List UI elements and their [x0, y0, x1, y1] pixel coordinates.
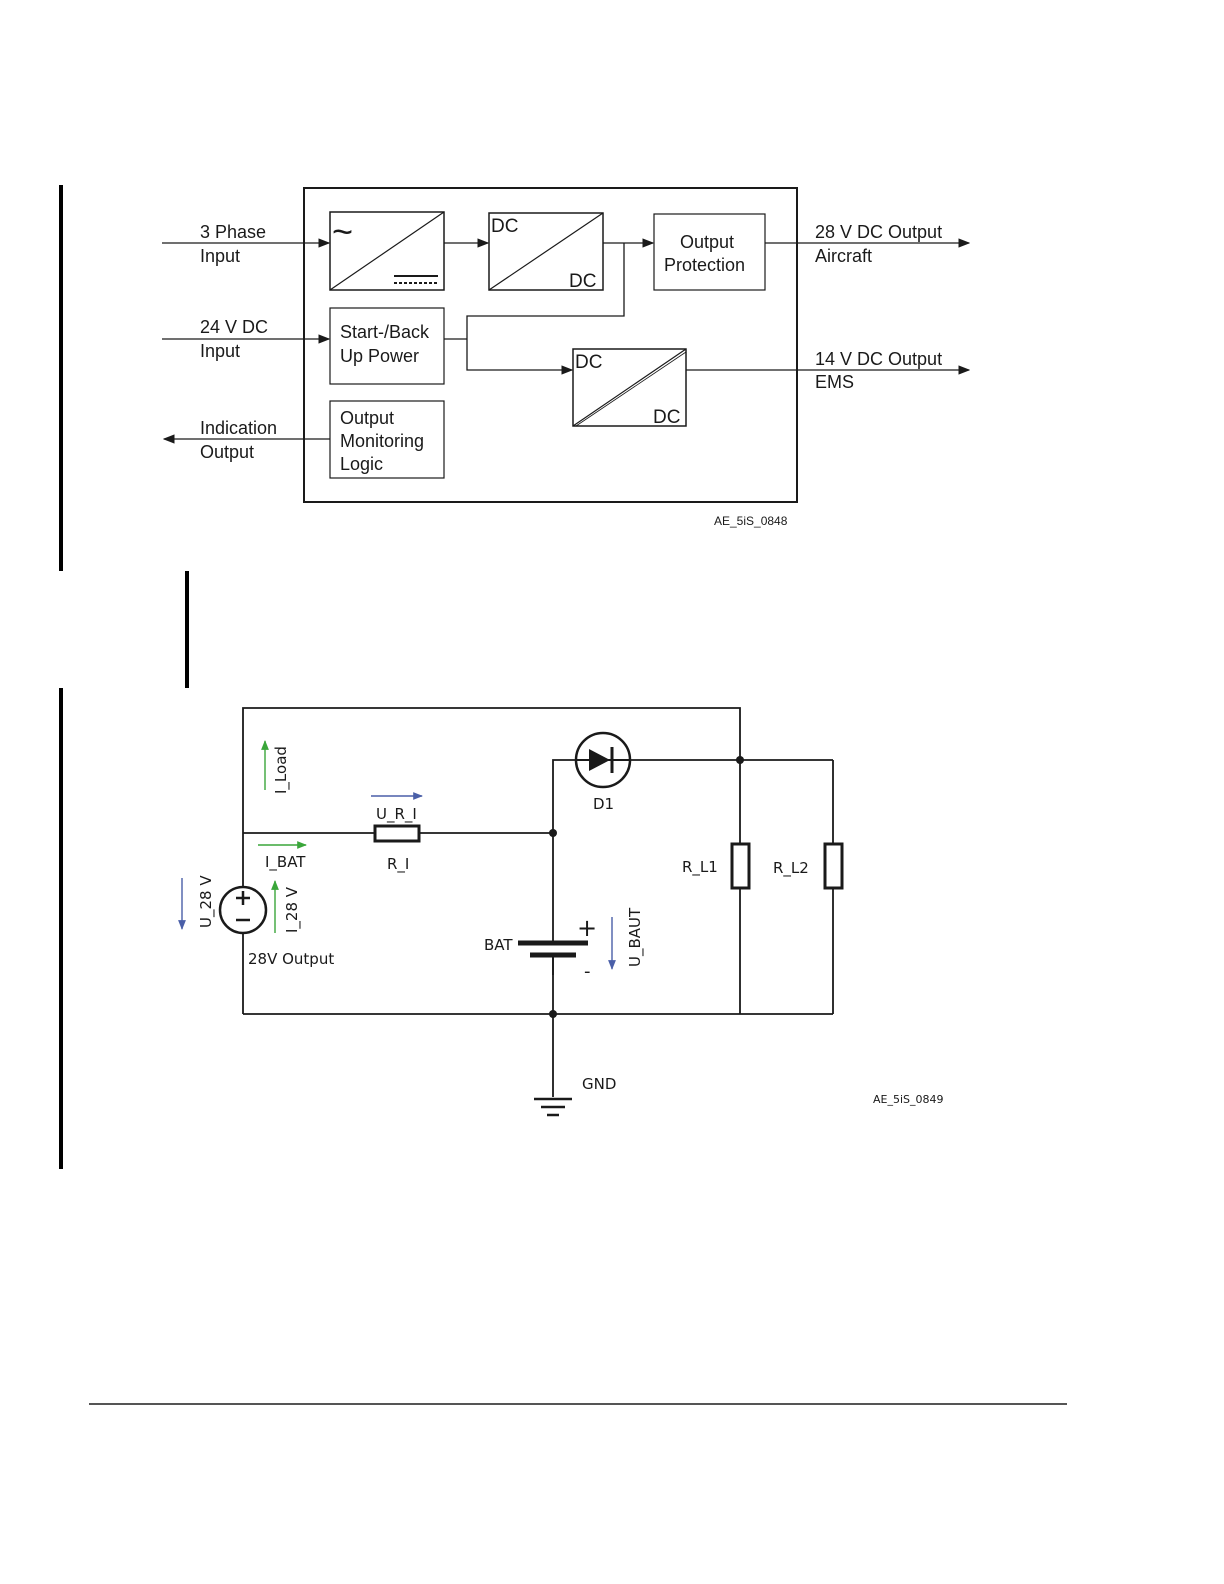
resistor-r-l1 [732, 844, 749, 888]
svg-text:-: - [584, 961, 591, 982]
svg-text:I_28 V: I_28 V [283, 886, 302, 933]
svg-text:R_L1: R_L1 [682, 858, 718, 877]
svg-text:Up Power: Up Power [340, 346, 419, 366]
svg-text:14 V DC Output: 14 V DC Output [815, 349, 942, 369]
svg-text:U_28 V: U_28 V [197, 875, 216, 928]
svg-text:Input: Input [200, 341, 240, 361]
dcdc-converter-2: DC DC [573, 349, 686, 428]
dcdc1-output-label: DC [569, 271, 596, 292]
startup-power-block: Start-/Back Up Power [330, 308, 444, 384]
revision-bar-middle [185, 571, 189, 688]
svg-text:DC: DC [653, 407, 680, 428]
dcdc1-input-label: DC [491, 216, 518, 237]
svg-text:GND: GND [582, 1075, 616, 1093]
svg-text:Protection: Protection [664, 255, 745, 275]
output-protection-block: Output Protection [654, 214, 765, 290]
footer-rule [89, 1403, 1067, 1405]
circuit-wires [243, 708, 833, 1097]
svg-text:28 V DC Output: 28 V DC Output [815, 222, 942, 242]
svg-text:Output: Output [340, 408, 394, 428]
rectifier-block: ~ [330, 211, 444, 290]
svg-text:EMS: EMS [815, 372, 854, 392]
junction-dots [549, 756, 744, 1018]
svg-text:I_BAT: I_BAT [265, 853, 306, 872]
power-unit-block-diagram: ~ DC DC Output Protection Start-/Back Up… [0, 0, 1224, 560]
svg-text:Indication: Indication [200, 418, 277, 438]
svg-text:R_L2: R_L2 [773, 859, 809, 878]
svg-text:Output: Output [200, 442, 254, 462]
svg-text:Output: Output [680, 232, 734, 252]
resistor-r-i [375, 826, 419, 841]
svg-text:U_R_I: U_R_I [376, 805, 417, 824]
svg-text:BAT: BAT [484, 936, 513, 954]
input-labels: 3 Phase Input 24 V DC Input Indication O… [200, 222, 277, 462]
block-connections [162, 243, 969, 439]
svg-text:24 V DC: 24 V DC [200, 317, 268, 337]
svg-text:Start-/Back: Start-/Back [340, 322, 430, 342]
svg-text:Input: Input [200, 246, 240, 266]
diode-d1 [576, 733, 630, 787]
figure-id-0848: AE_5iS_0848 [714, 514, 788, 528]
ground-icon [534, 1099, 572, 1115]
monitoring-logic-block: Output Monitoring Logic [330, 401, 444, 478]
dcdc-converter-1: DC DC [489, 213, 603, 292]
svg-text:3 Phase: 3 Phase [200, 222, 266, 242]
schematic-labels: I_Load U_R_I R_I I_BAT U_28 V I_28 V 28V… [197, 746, 809, 1093]
figure-id-0849: AE_5iS_0849 [873, 1093, 944, 1106]
voltage-source [220, 887, 266, 933]
svg-text:Monitoring: Monitoring [340, 431, 424, 451]
svg-text:DC: DC [575, 352, 602, 373]
svg-text:R_I: R_I [387, 855, 409, 874]
svg-text:U_BAUT: U_BAUT [626, 907, 645, 967]
svg-text:Aircraft: Aircraft [815, 246, 872, 266]
svg-text:D1: D1 [593, 795, 614, 813]
svg-text:+: + [577, 914, 597, 942]
svg-text:I_Load: I_Load [272, 746, 291, 794]
battery-circuit-schematic: I_Load U_R_I R_I I_BAT U_28 V I_28 V 28V… [0, 690, 1224, 1140]
output-labels: 28 V DC Output Aircraft 14 V DC Output E… [815, 222, 942, 392]
svg-text:28V Output: 28V Output [248, 950, 334, 968]
ac-symbol: ~ [332, 211, 353, 252]
resistor-r-l2 [825, 844, 842, 888]
svg-text:Logic: Logic [340, 454, 383, 474]
